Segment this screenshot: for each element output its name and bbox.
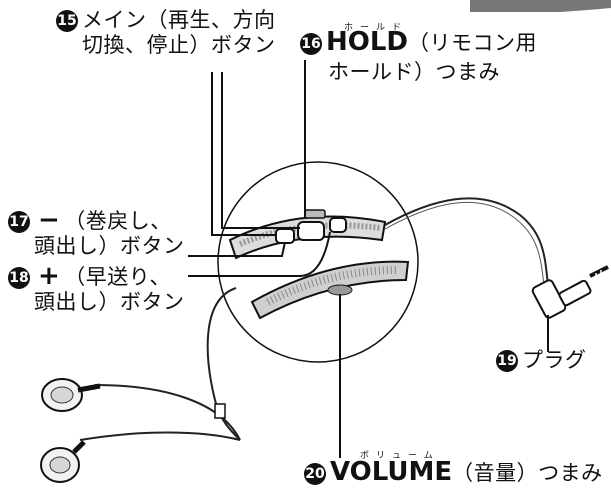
volume-wheel-shape — [327, 284, 353, 296]
cable-slider — [214, 403, 226, 419]
callout-plus-line2: 頭出し）ボタン — [34, 290, 185, 314]
callout-plus-button: 18 +（早送り、 — [8, 261, 171, 291]
zoom-circle — [217, 161, 419, 363]
earphone-cable-c — [79, 431, 241, 441]
number-badge: 17 — [8, 211, 30, 233]
hold-title: HOLD — [326, 27, 409, 57]
leader-lines — [188, 60, 549, 458]
plug-label: プラグ — [522, 348, 587, 372]
number-badge: 18 — [8, 267, 30, 289]
earphone-cable-a — [206, 287, 241, 441]
earbud-right — [40, 440, 86, 483]
number-badge: 20 — [304, 463, 326, 485]
volume-title: VOLUME — [330, 457, 453, 487]
callout-minus-button: 17−（巻戻し、 — [8, 205, 172, 235]
remote-volume-body — [250, 260, 410, 320]
leader-main-2 — [221, 72, 300, 229]
main-button-shape — [297, 221, 325, 241]
top-band — [470, 0, 611, 12]
number-badge: 15 — [56, 10, 78, 32]
volume-reading: ボリューム — [360, 451, 440, 461]
callout-line-1: （早送り、 — [64, 265, 171, 289]
callout-main-button-line2: 切換、停止）ボタン — [82, 33, 276, 57]
plug — [531, 265, 609, 319]
number-badge: 16 — [300, 33, 322, 55]
callout-hold-line2: ホールド）つまみ — [328, 60, 500, 84]
callout-line-1: （巻戻し、 — [64, 209, 172, 233]
earbud-left — [41, 378, 101, 412]
leader-minus — [188, 241, 286, 257]
callout-line-1: （リモコン用 — [408, 31, 538, 55]
callout-minus-line2: 頭出し）ボタン — [34, 234, 185, 258]
minus-button-shape — [275, 228, 295, 244]
plus-symbol: + — [38, 261, 61, 291]
number-badge: 19 — [496, 350, 518, 372]
leader-plus — [188, 231, 331, 277]
minus-symbol: − — [38, 205, 61, 235]
callout-line-1: メイン（再生、方向 — [82, 8, 276, 32]
leader-main — [211, 72, 276, 236]
hold-switch-shape — [304, 209, 326, 219]
volume-label: （音量）つまみ — [452, 461, 603, 485]
remote-upper-body — [228, 209, 387, 260]
plug-cable-shade — [384, 201, 545, 286]
hold-reading: ホールド — [344, 23, 409, 33]
earphone-cable-b — [94, 384, 241, 441]
plus-button-shape — [329, 217, 347, 233]
plug-cable — [384, 197, 549, 286]
